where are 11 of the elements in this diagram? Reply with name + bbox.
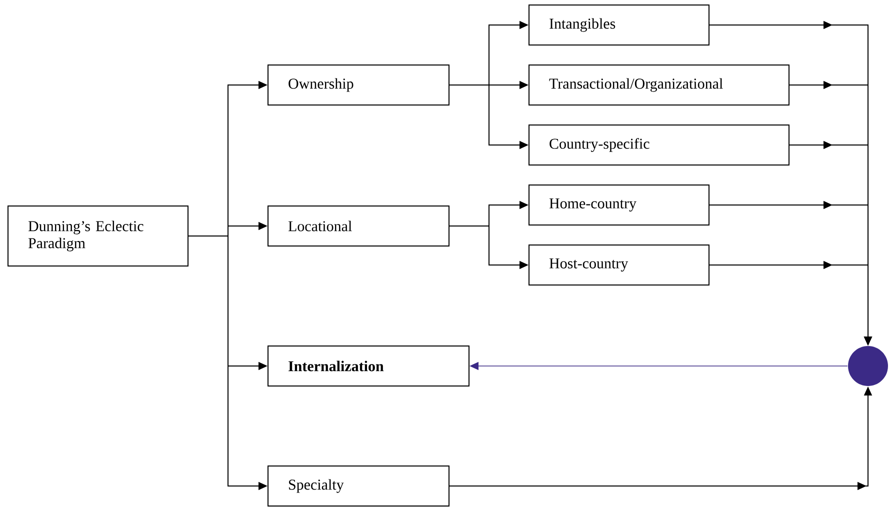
process-box: Home-country: [528, 184, 710, 226]
process-box: Locational: [268, 206, 450, 246]
process-box: Host-country: [528, 244, 710, 286]
process-box: Intangibles: [528, 4, 710, 46]
process-box: Country-specific: [528, 124, 790, 166]
junction-circle: [848, 346, 888, 386]
process-box: Dunning’s Eclectic Paradigm: [8, 206, 188, 266]
process-box: Internalization: [268, 346, 470, 386]
process-box: Specialty: [268, 466, 450, 506]
process-box: Ownership: [268, 64, 450, 106]
process-box: Transactional/Organizational: [528, 64, 790, 106]
